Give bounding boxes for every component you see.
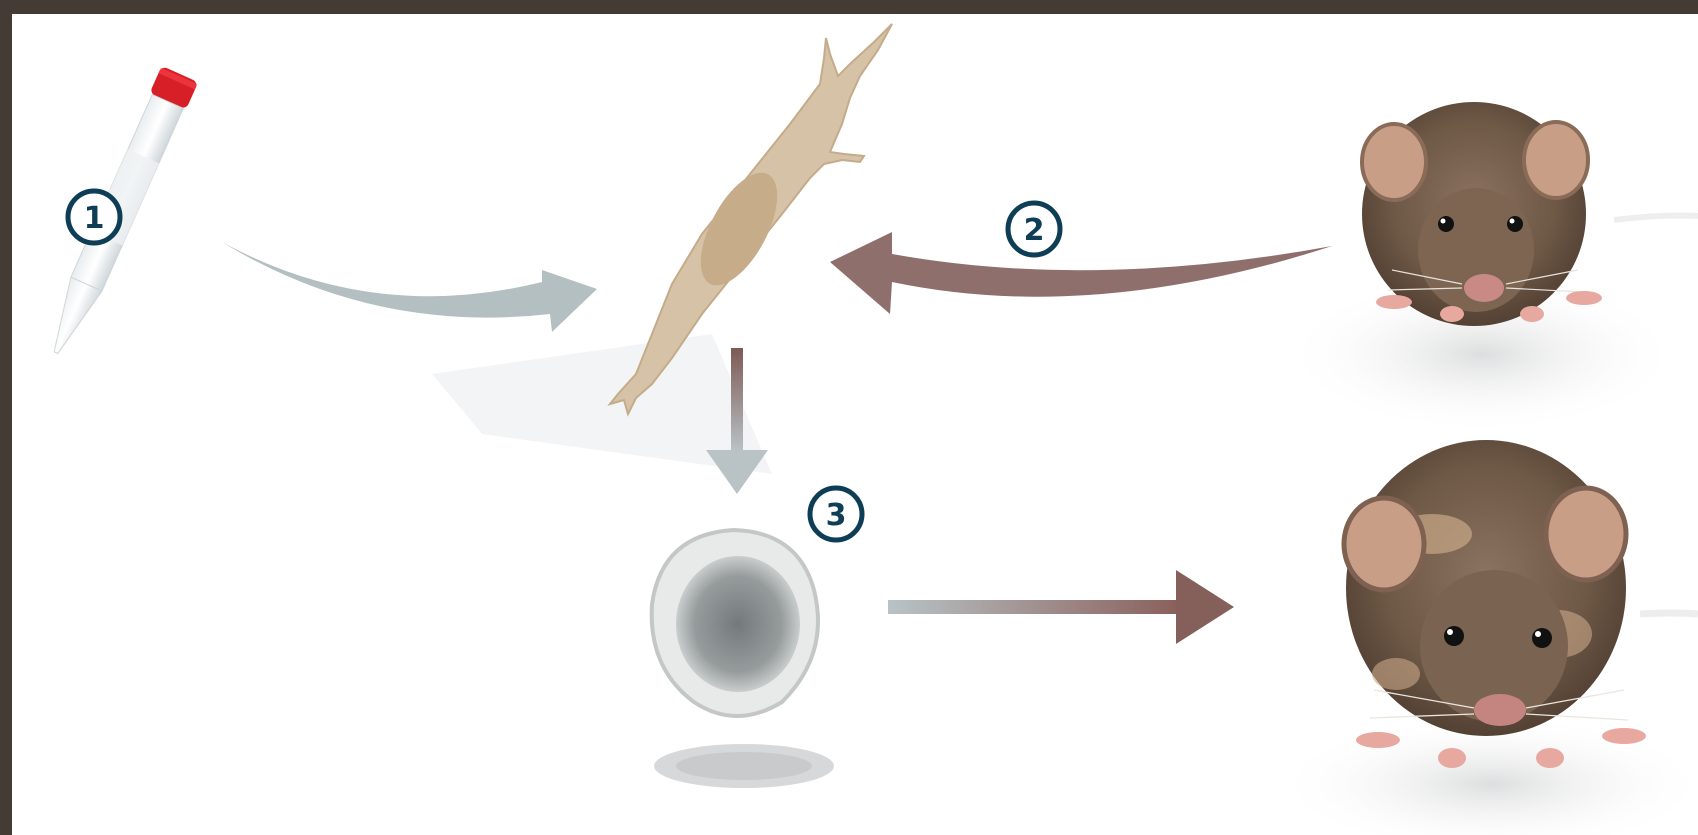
- mouse-icon: [1282, 102, 1698, 434]
- diagram-canvas: 1 2 3: [12, 14, 1698, 835]
- step-badge-2: 2: [1008, 203, 1060, 255]
- arrow-icon: [888, 570, 1234, 644]
- mouse-chimera-icon: [1272, 440, 1698, 835]
- arrow-icon: [830, 232, 1332, 314]
- step-number-1: 1: [84, 201, 105, 236]
- fibroblast-cell-icon: [610, 24, 892, 414]
- diagram-svg: 1 2 3: [12, 14, 1698, 835]
- step-badge-3: 3: [810, 488, 862, 540]
- stem-cell-icon: [652, 530, 834, 788]
- step-badge-1: 1: [68, 191, 120, 243]
- step-number-2: 2: [1024, 213, 1045, 248]
- arrow-icon: [222, 242, 597, 332]
- step-number-3: 3: [826, 498, 847, 533]
